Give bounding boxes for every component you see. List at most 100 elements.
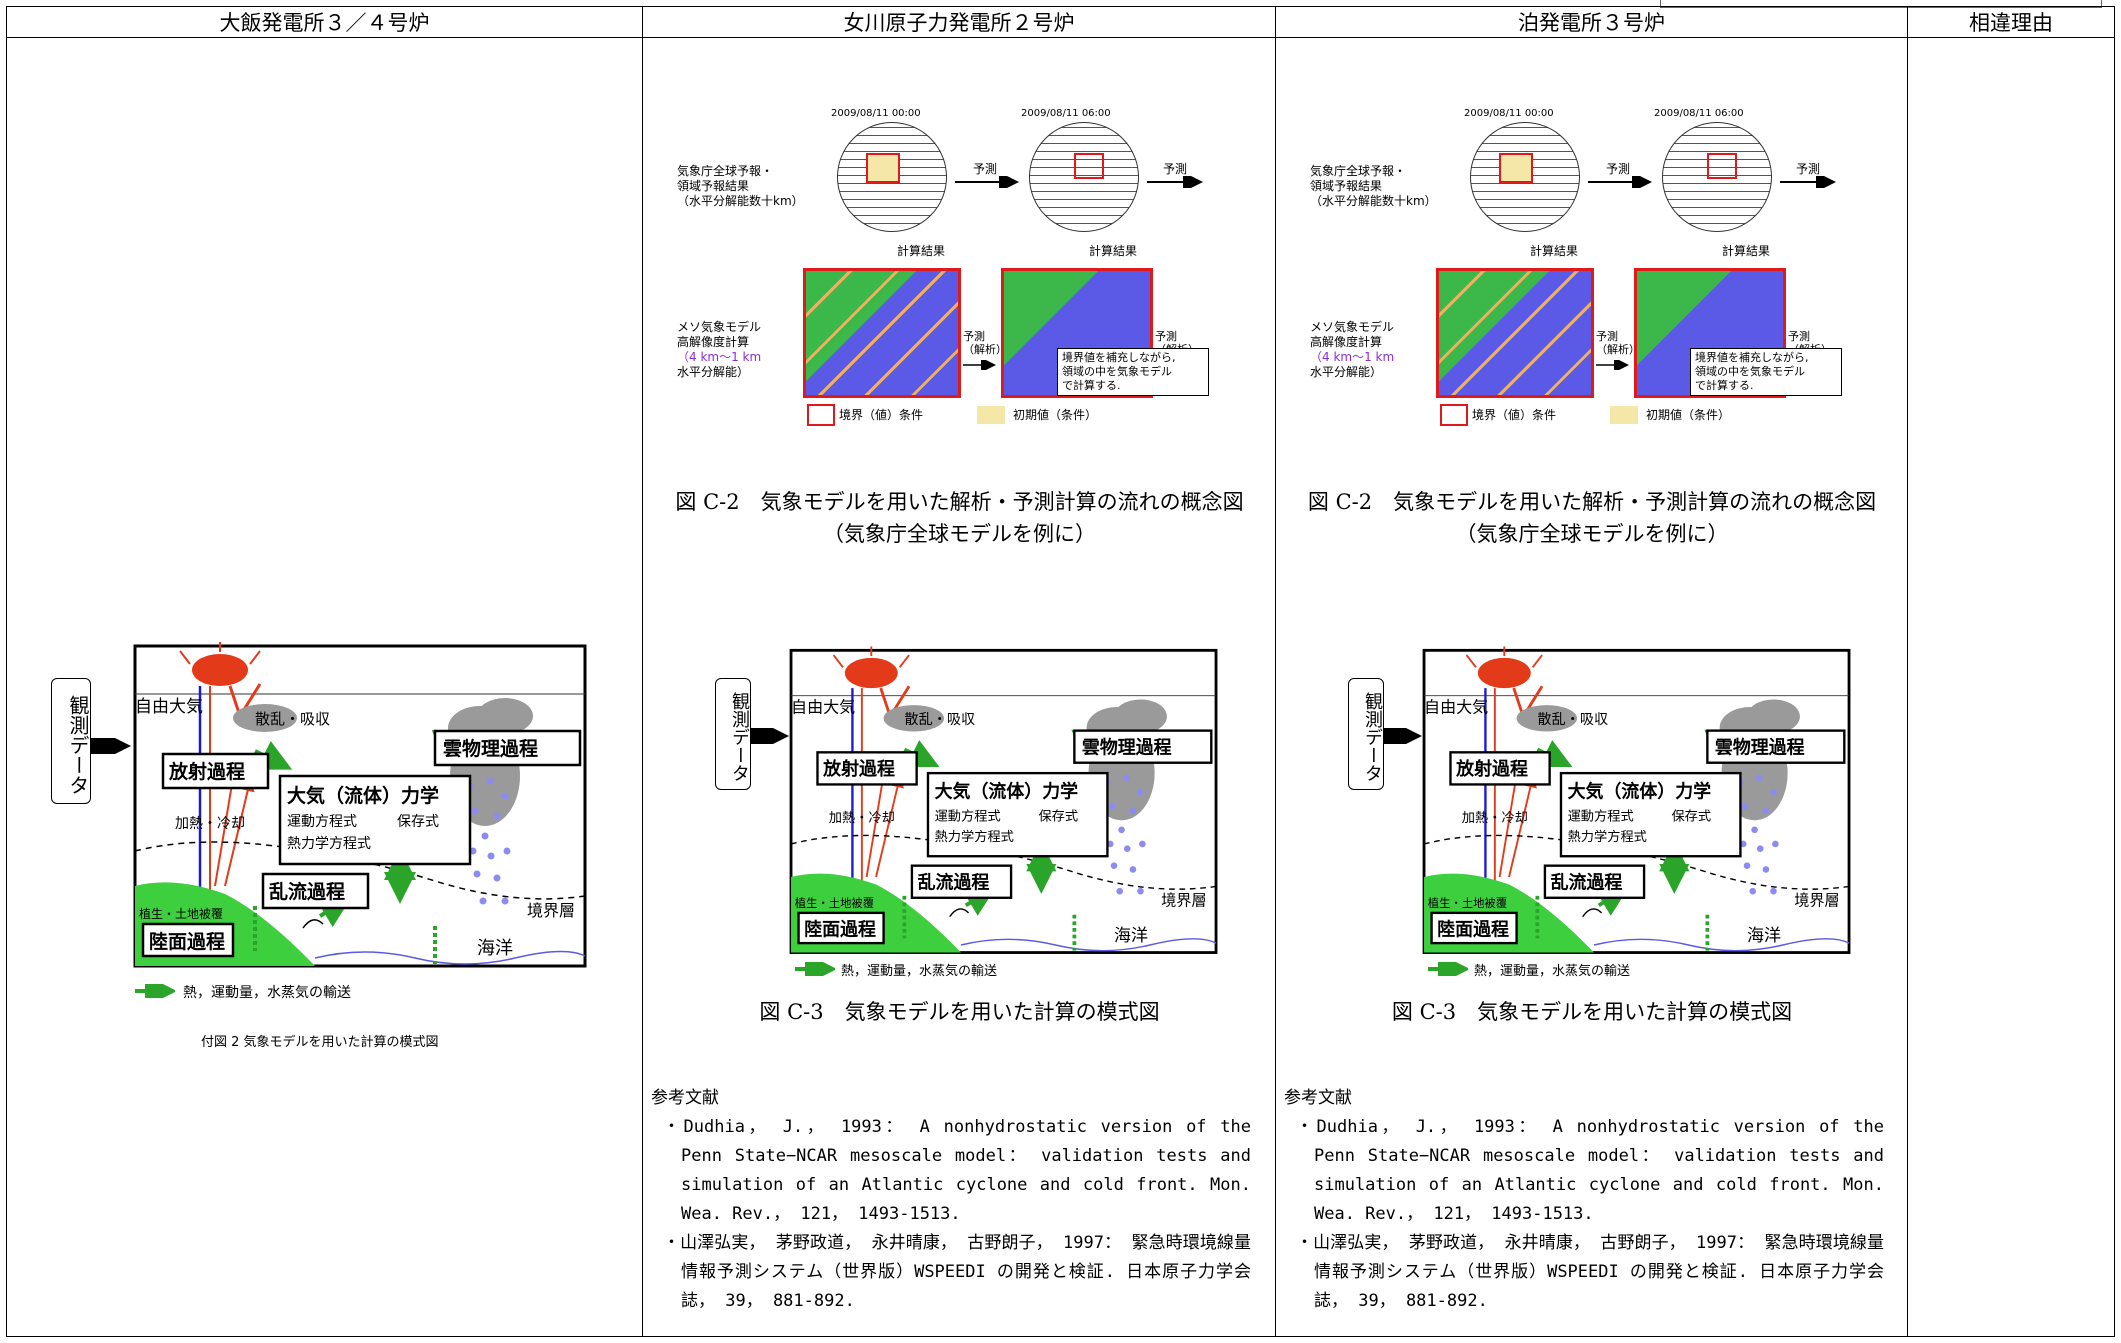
cell-reason: [1907, 37, 2115, 1337]
legend-boundary-swatch: [1440, 404, 1468, 426]
meso-map-1: [1436, 268, 1594, 398]
veg-label: 植生・土地被覆: [795, 896, 874, 910]
meso-label: メソ気象モデル 高解像度計算 （4 km〜1 km 水平分解能）: [1310, 320, 1394, 380]
legend-boundary-text: 境界（値）条件: [839, 408, 924, 422]
scatter-label: 散乱・吸収: [255, 710, 330, 728]
time-label-1: 2009/08/11 00:00: [1464, 108, 1554, 119]
forecast-label-2: 予測: [1796, 162, 1821, 176]
globe-1: [1470, 122, 1580, 232]
note-3: で計算する.: [1695, 379, 1754, 392]
obs-label: 観測データ: [729, 692, 750, 782]
boundary-label: 境界層: [527, 901, 575, 920]
cloud-label: 雲物理過程: [1715, 736, 1805, 758]
fc-an-1-a: 予測: [963, 330, 985, 343]
fc-an-1-b: （解析）: [1596, 343, 1640, 356]
map-arrow-1: [963, 360, 996, 370]
turb-label: 乱流過程: [269, 880, 345, 903]
forecast-arrow-2: [1147, 176, 1203, 188]
fc-an-1: 予測 （解析）: [1596, 330, 1640, 356]
radiation-label: 放射過程: [822, 758, 895, 780]
free-atm-label: 自由大気: [1424, 698, 1488, 717]
schematic-figure-ohi: 自由大気 散乱・吸収 放射過程 雲物理過程 大気（流体）力学 運動方程式 保存式…: [133, 616, 588, 976]
meso-label-2: 高解像度計算: [677, 335, 750, 349]
header-reason: 相違理由: [1907, 6, 2115, 38]
radiation-label: 放射過程: [1455, 758, 1528, 780]
calc-result-1: 計算結果: [897, 244, 946, 258]
meso-label-1: メソ気象モデル: [1310, 320, 1395, 334]
free-atm-label: 自由大気: [791, 698, 855, 717]
map-arrow-1: [1596, 360, 1629, 370]
legend-arrow: [795, 962, 835, 976]
scatter-label: 散乱・吸収: [904, 712, 975, 728]
note-1: 境界値を補充しながら,: [1062, 351, 1176, 364]
legend-arrow: [1428, 962, 1468, 976]
veg-label: 植生・土地被覆: [139, 906, 223, 921]
cell-ohi: 観測データ 自由大気 散乱・吸収 放射過程 雲物理過程 大気（流体）力学 運動方…: [6, 37, 643, 1337]
caption-c2-onagawa: 図 C-2 気象モデルを用いた解析・予測計算の流れの概念図 （気象庁全球モデルを…: [643, 486, 1276, 550]
ref-2: ・山澤弘実， 茅野政道， 永井晴康， 古野朗子， 1997： 緊急時環境線量情報…: [1296, 1233, 1884, 1311]
ocean-label: 海洋: [477, 938, 513, 959]
cloud-label: 雲物理過程: [443, 737, 538, 760]
scatter-label: 散乱・吸収: [1537, 712, 1608, 728]
ref-2: ・山澤弘実， 茅野政道， 永井晴康， 古野朗子， 1997： 緊急時環境線量情報…: [663, 1233, 1251, 1311]
cell-tomari: 2009/08/11 00:00 2009/08/11 06:00 気象庁全球予…: [1275, 37, 1908, 1337]
forecast-label-1: 予測: [1606, 162, 1631, 176]
eq2-label: 保存式: [1671, 808, 1711, 824]
legend-boundary-swatch: [807, 404, 835, 426]
dynamics-label: 大気（流体）力学: [1568, 781, 1712, 803]
eq2-label: 保存式: [397, 814, 439, 830]
note-box: 境界値を補充しながら, 領域の中を気象モデル で計算する.: [1057, 348, 1209, 396]
forecast-arrow-2: [1780, 176, 1836, 188]
free-atm-label: 自由大気: [135, 697, 203, 717]
obs-label: 観測データ: [66, 695, 90, 795]
global-label-3: （水平分解能数十km）: [677, 194, 804, 208]
note-1: 境界値を補充しながら,: [1695, 351, 1809, 364]
heat-label: 加熱・冷却: [175, 816, 245, 832]
obs-box: 観測データ: [1348, 678, 1384, 790]
legend-initial-swatch: [1610, 406, 1638, 424]
meso-label-4: 水平分解能）: [677, 365, 750, 379]
forecast-label-2: 予測: [1163, 162, 1188, 176]
note-2: 領域の中を気象モデル: [1695, 365, 1805, 378]
meso-map-1: [803, 268, 961, 398]
caption-c2-tomari: 図 C-2 気象モデルを用いた解析・予測計算の流れの概念図 （気象庁全球モデルを…: [1276, 486, 1908, 550]
caption-c2-line2: （気象庁全球モデルを例に）: [823, 522, 1096, 546]
refs-heading: 参考文献: [651, 1088, 719, 1108]
global-label-1: 気象庁全球予報・: [677, 164, 774, 178]
legend-initial-swatch: [977, 406, 1005, 424]
global-label-3: （水平分解能数十km）: [1310, 194, 1437, 208]
arrow-obs: [91, 738, 131, 754]
note-3: で計算する.: [1062, 379, 1121, 392]
caption-c3-onagawa: 図 C-3 気象モデルを用いた計算の模式図: [759, 1000, 1160, 1024]
meso-label-3: （4 km〜1 km: [1310, 350, 1395, 364]
forecast-label-1: 予測: [973, 162, 998, 176]
flow-figure-tomari: 2009/08/11 00:00 2009/08/11 06:00 気象庁全球予…: [1310, 108, 1850, 453]
legend-boundary-text: 境界（値）条件: [1472, 408, 1557, 422]
meso-label: メソ気象モデル 高解像度計算 （4 km〜1 km 水平分解能）: [677, 320, 761, 380]
globe-2: [1029, 122, 1139, 232]
globe-2: [1662, 122, 1772, 232]
obs-box: 観測データ: [51, 678, 91, 804]
caption-c2-line1: 図 C-2 気象モデルを用いた解析・予測計算の流れの概念図: [675, 490, 1244, 514]
ref-1: ・Dudhia， J.， 1993： A nonhydrostatic vers…: [663, 1117, 1251, 1224]
legend-initial-text: 初期値（条件）: [1646, 408, 1731, 422]
caption-fig2: 付図 2 気象モデルを用いた計算の模式図: [201, 1035, 439, 1050]
cell-onagawa: 2009/08/11 00:00 2009/08/11 06:00 気象庁全球予…: [642, 37, 1276, 1337]
time-label-1: 2009/08/11 00:00: [831, 108, 921, 119]
eq3-label: 熱力学方程式: [1568, 829, 1647, 845]
fc-an-2-a: 予測: [1155, 330, 1177, 343]
eq1-label: 運動方程式: [287, 814, 357, 830]
ref-1: ・Dudhia， J.， 1993： A nonhydrostatic vers…: [1296, 1117, 1884, 1224]
arrow-obs: [1384, 728, 1422, 744]
fc-an-1-b: （解析）: [963, 343, 1007, 356]
schematic-figure-tomari: 自由大気 散乱・吸収 放射過程 雲物理過程 大気（流体）力学 運動方程式 保存式…: [1420, 622, 1854, 962]
calc-result-1: 計算結果: [1530, 244, 1579, 258]
legend-arrow: [135, 984, 175, 998]
global-label-2: 領域予報結果: [677, 179, 750, 193]
caption-c2-line1: 図 C-2 気象モデルを用いた解析・予測計算の流れの概念図: [1307, 490, 1877, 514]
references-tomari: 参考文献 ・Dudhia， J.， 1993： A nonhydrostatic…: [1284, 1084, 1884, 1316]
ocean-label: 海洋: [1747, 926, 1781, 946]
land-label: 陸面過程: [149, 930, 225, 953]
refs-heading: 参考文献: [1284, 1088, 1352, 1108]
